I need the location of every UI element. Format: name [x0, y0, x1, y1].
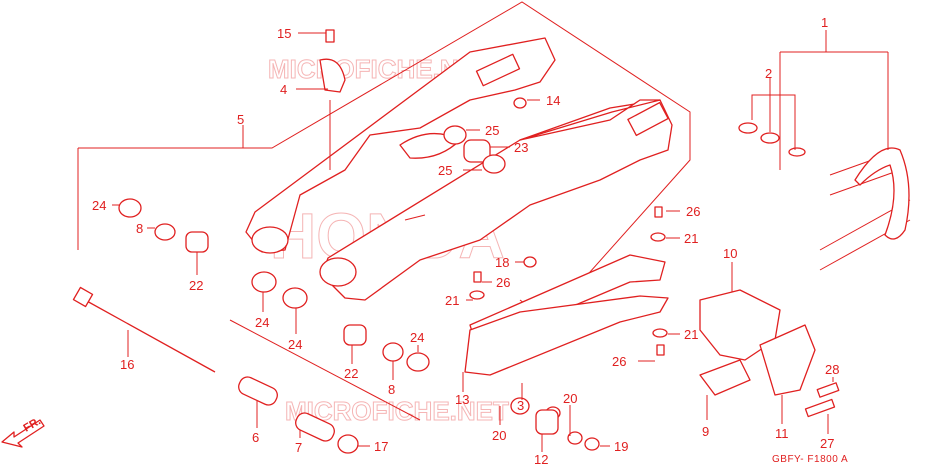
- callout-20-left: 20: [492, 428, 506, 443]
- callout-16: 16: [120, 357, 134, 372]
- washer-20-b: [567, 431, 583, 445]
- diagram-code: GBFY- F1800 A: [772, 454, 848, 465]
- callout-5: 5: [237, 112, 244, 127]
- pivot-boss-right: [319, 257, 357, 287]
- callout-3: 3: [517, 398, 524, 413]
- callout-28: 28: [825, 362, 839, 377]
- leader-lines: [112, 30, 889, 452]
- callout-4: 4: [280, 82, 287, 97]
- pivot-bolt: [72, 286, 216, 373]
- collar-23: [463, 139, 491, 163]
- callout-8-right: 8: [388, 382, 395, 397]
- washer-21-c: [652, 328, 668, 338]
- callout-11: 11: [775, 426, 789, 441]
- callout-7: 7: [295, 440, 302, 455]
- collar-3: [510, 397, 530, 415]
- guide-bracket: [759, 324, 816, 396]
- washer-21-a: [469, 290, 485, 300]
- bolt-26-c: [656, 344, 665, 356]
- callout-24-c: 24: [288, 337, 302, 352]
- callout-18: 18: [495, 255, 509, 270]
- group-frame-swingarm: [78, 1, 691, 301]
- callout-26-c: 26: [612, 354, 626, 369]
- callout-22-right: 22: [344, 366, 358, 381]
- callout-27: 27: [820, 436, 834, 451]
- clamp-4: [319, 58, 346, 93]
- bushing-25-b: [482, 154, 506, 174]
- seal-24-right: [406, 352, 430, 372]
- callout-21-a: 21: [445, 293, 459, 308]
- guide-slider: [699, 359, 751, 396]
- callout-26-b: 26: [686, 204, 700, 219]
- bolt-15: [325, 29, 335, 43]
- bolt-26-a: [473, 271, 482, 283]
- callout-8-left: 8: [136, 221, 143, 236]
- bolt-28: [816, 382, 840, 398]
- callout-2: 2: [765, 66, 772, 81]
- bearing-22-right: [343, 324, 367, 346]
- axle-slot-right: [627, 101, 669, 137]
- plug-14: [513, 97, 527, 109]
- seal-17: [337, 434, 359, 454]
- callout-26-a: 26: [496, 275, 510, 290]
- callout-24-d: 24: [410, 330, 424, 345]
- slider-bracket: [699, 289, 816, 396]
- callout-17: 17: [374, 439, 388, 454]
- bearing-22-left: [185, 231, 209, 253]
- drive-chain: [738, 122, 911, 271]
- swingarm: [245, 37, 673, 301]
- callout-20-right: 20: [563, 391, 577, 406]
- collar-8-left: [154, 223, 176, 241]
- group-frame-bottom: [229, 319, 421, 421]
- callout-24-b: 24: [255, 315, 269, 330]
- seal-24-left: [118, 198, 142, 218]
- pivot-boss-left: [251, 226, 289, 254]
- chain-slider: [464, 254, 669, 376]
- callout-23: 23: [514, 140, 528, 155]
- callouts: 1 2 3 4 5 6 7 8 8 9 10 11 12 13 14 15 16…: [92, 15, 839, 466]
- nut-18: [523, 256, 537, 268]
- bushing-25-a: [443, 125, 467, 145]
- rubber-12: [535, 409, 559, 435]
- callout-21-b: 21: [684, 231, 698, 246]
- chain-joint: [738, 122, 806, 157]
- bolt-26-b: [654, 206, 663, 218]
- collar-8-right: [382, 342, 404, 362]
- nut-19: [584, 437, 600, 451]
- arrow-front-icon: FR.: [1, 415, 45, 448]
- collar-7: [295, 412, 335, 442]
- seal-24-b: [282, 287, 308, 309]
- callout-25-a: 25: [485, 123, 499, 138]
- callout-6: 6: [252, 430, 259, 445]
- small-parts: [118, 29, 840, 454]
- chain-guide: [699, 289, 781, 361]
- collar-6: [238, 376, 278, 406]
- callout-12: 12: [534, 452, 548, 466]
- callout-22-left: 22: [189, 278, 203, 293]
- callout-24-a: 24: [92, 198, 106, 213]
- callout-14: 14: [546, 93, 560, 108]
- seal-24-a: [251, 271, 277, 293]
- callout-13: 13: [455, 392, 469, 407]
- direction-label: FR.: [22, 415, 43, 434]
- axle-slot-left: [475, 53, 521, 87]
- callout-1: 1: [821, 15, 828, 30]
- washer-21-b: [650, 232, 666, 242]
- callout-19: 19: [614, 439, 628, 454]
- callout-10: 10: [723, 246, 737, 261]
- callout-15: 15: [277, 26, 291, 41]
- callout-21-c: 21: [684, 327, 698, 342]
- bolt-27: [804, 398, 836, 418]
- callout-25-b: 25: [438, 163, 452, 178]
- callout-9: 9: [702, 424, 709, 439]
